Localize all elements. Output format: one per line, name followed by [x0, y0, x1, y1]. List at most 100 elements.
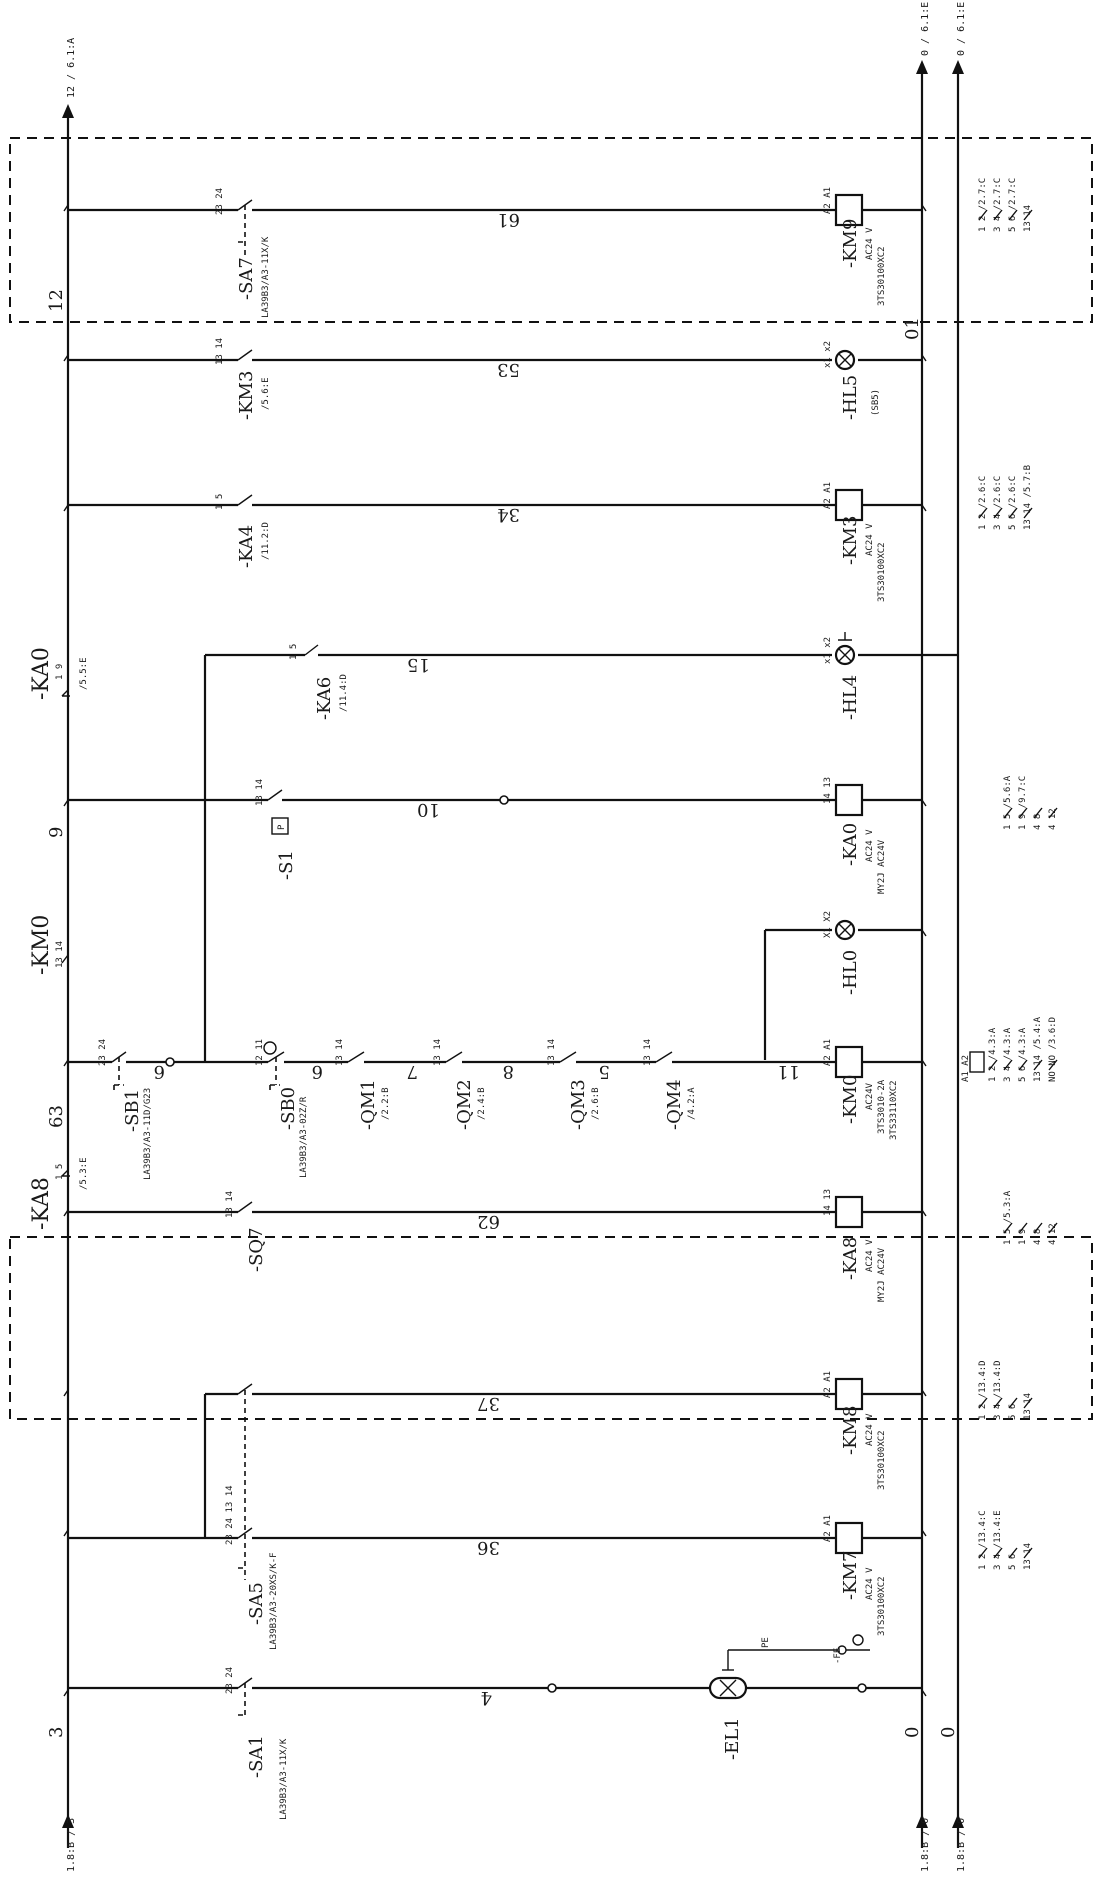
spec1-km0-coil: AC24V: [865, 1082, 875, 1110]
coil-km7: [834, 1521, 864, 1555]
wire-61: 61: [497, 209, 520, 230]
arrow-bot-3: [62, 1814, 74, 1848]
svg-text:1 2 /2.6:C: 1 2 /2.6:C: [978, 476, 988, 530]
label-el1-fe: -FE: [833, 1648, 843, 1664]
svg-text:3 4 /2.7:C: 3 4 /2.7:C: [993, 178, 1003, 232]
rung-main: [68, 1057, 922, 1067]
spec2-km9: 3TS30100XC2: [877, 246, 887, 306]
wire-10: 10: [417, 799, 440, 820]
pins-km9: A2 A1: [823, 187, 833, 214]
svg-text:13 14 /5.4:A: 13 14 /5.4:A: [1033, 1016, 1043, 1082]
contact-ka0-nc: [61, 689, 70, 697]
wire-36: 36: [477, 1537, 500, 1558]
svg-text:3 4 /2.6:C: 3 4 /2.6:C: [993, 476, 1003, 530]
rail-junction-marks: [63, 204, 927, 1697]
xref-km7: 1 2 /13.4:C 3 4 /13.4:E 5 6 13 14: [978, 1510, 1033, 1570]
spec1-km8: AC24 V: [865, 1413, 875, 1446]
contact-ka6: [304, 644, 319, 656]
svg-text:1 2 /13.4:D: 1 2 /13.4:D: [978, 1360, 988, 1420]
spec1-km7: AC24 V: [865, 1567, 875, 1600]
xref-km3: 1 2 /2.6:C 3 4 /2.6:C 5 6 /2.6:C 13 14 /…: [978, 465, 1033, 530]
pins-sb0: 12 11: [255, 1039, 265, 1066]
sub-sa7: LA39B3/A3-11X/K: [261, 236, 271, 318]
pins-ka8-coil: 14 13: [823, 1189, 833, 1216]
arrow-top-12: [62, 104, 74, 118]
rail-label-3: 3: [46, 1727, 67, 1738]
contact-qm4: [655, 1051, 673, 1063]
xref-km9: 1 2 /2.7:C 3 4 /2.7:C 5 6 /2.7:C 13 14: [978, 178, 1033, 232]
spec1-ka8-coil: AC24 V: [865, 1239, 875, 1272]
rung-10: [68, 795, 922, 805]
svg-text:5 6 /4.3:A: 5 6 /4.3:A: [1018, 1027, 1028, 1082]
sub-hl5: (SB5): [871, 389, 881, 416]
xref-ka8: 1 5 /5.3:A 1 9 4 8 4 12: [1003, 1190, 1058, 1245]
spec1-km9: AC24 V: [865, 227, 875, 260]
label-ka8-left: -KA8: [29, 1177, 54, 1230]
pins-qm2: 13 14: [433, 1039, 443, 1066]
switch-sa5: [237, 1383, 253, 1580]
rail-label-0b: 0: [938, 1727, 959, 1738]
button-sb1: [111, 1051, 127, 1093]
ref-ka8-left: /5.3:E: [79, 1157, 89, 1190]
label-qm2: -QM2: [454, 1079, 475, 1130]
label-sa7: -SA7: [236, 257, 257, 300]
pins-km3-contact: 13 14: [215, 338, 225, 365]
wire-6b: 6: [312, 1061, 323, 1082]
pins-ka0-left: 1 9: [55, 664, 65, 680]
pins-hl5: x1 x2: [823, 341, 833, 368]
ref-km3-contact: /5.6:E: [261, 377, 271, 410]
svg-text:1 2 /2.7:C: 1 2 /2.7:C: [978, 178, 988, 232]
pins-qm1: 13 14: [335, 1039, 345, 1066]
coil-ka8: [834, 1195, 864, 1229]
pins-ka0-coil: 14 13: [823, 777, 833, 804]
label-el1: -EL1: [722, 1717, 743, 1760]
label-hl0: -HL0: [840, 950, 861, 995]
label-ka6: -KA6: [314, 677, 335, 720]
wire-15: 15: [407, 654, 430, 675]
label-sa5: -SA5: [246, 1582, 267, 1625]
svg-text:4 12: 4 12: [1048, 808, 1058, 830]
contact-ka4: [237, 494, 253, 506]
svg-text:A1 A2: A1 A2: [961, 1055, 971, 1082]
pins-sa7: 23 24: [215, 188, 225, 215]
svg-text:4 8: 4 8: [1033, 814, 1043, 830]
pins-sa5: 23 24 13 14: [225, 1485, 235, 1545]
coil-km3: [834, 488, 864, 522]
rung-4: [68, 1683, 922, 1693]
label-km0-coil: -KM0: [840, 1075, 861, 1124]
group-box-top: [9, 137, 1093, 323]
svg-text:3 4 /13.4:E: 3 4 /13.4:E: [993, 1510, 1003, 1570]
rail-label-0a: 0: [902, 1727, 923, 1738]
spec2-ka8-coil: MY2J AC24V: [877, 1247, 887, 1302]
svg-text:NO NO /3.6:D: NO NO /3.6:D: [1048, 1017, 1058, 1082]
spec3-km0-coil: 3TS33110XC2: [889, 1080, 899, 1140]
group-box-ka8: [9, 1236, 1093, 1420]
rail-label-63: 63: [46, 1105, 67, 1128]
arrow-top-0b: [952, 60, 964, 74]
rail-label-12: 12: [46, 289, 67, 312]
arrow-top-0a: [916, 60, 928, 74]
s1-p: P: [277, 824, 287, 830]
pins-qm4: 13 14: [643, 1039, 653, 1066]
label-ka0-coil: -KA0: [840, 823, 861, 866]
contact-qm2: [445, 1051, 463, 1063]
coil-km0: [834, 1045, 864, 1079]
rail-label-9: 9: [46, 827, 67, 838]
ref-bot-0a: 1.8:B / 0: [920, 1818, 931, 1872]
pins-km0-left: 13 14: [55, 941, 65, 968]
arrow-bot-0b: [952, 1814, 964, 1848]
svg-text:1 5 /5.6:A: 1 5 /5.6:A: [1003, 775, 1013, 830]
label-km3-contact: -KM3: [236, 371, 257, 420]
xref-km0: A1 A2 1 2 /4.3:A 3 4 /4.3:A 5 6 /4.3:A 1…: [961, 1016, 1058, 1082]
svg-text:5 6 /2.7:C: 5 6 /2.7:C: [1008, 178, 1018, 232]
pins-sq7: 13 14: [225, 1191, 235, 1218]
wire-37: 37: [477, 1393, 500, 1414]
wire-6a: 6: [154, 1061, 165, 1082]
wire-7: 7: [407, 1061, 418, 1082]
coil-km8: [834, 1377, 864, 1411]
pins-qm3: 13 14: [547, 1039, 557, 1066]
wire-8: 8: [503, 1061, 514, 1082]
pins-km7: A2 A1: [823, 1515, 833, 1542]
contact-km0-no: [61, 954, 69, 964]
